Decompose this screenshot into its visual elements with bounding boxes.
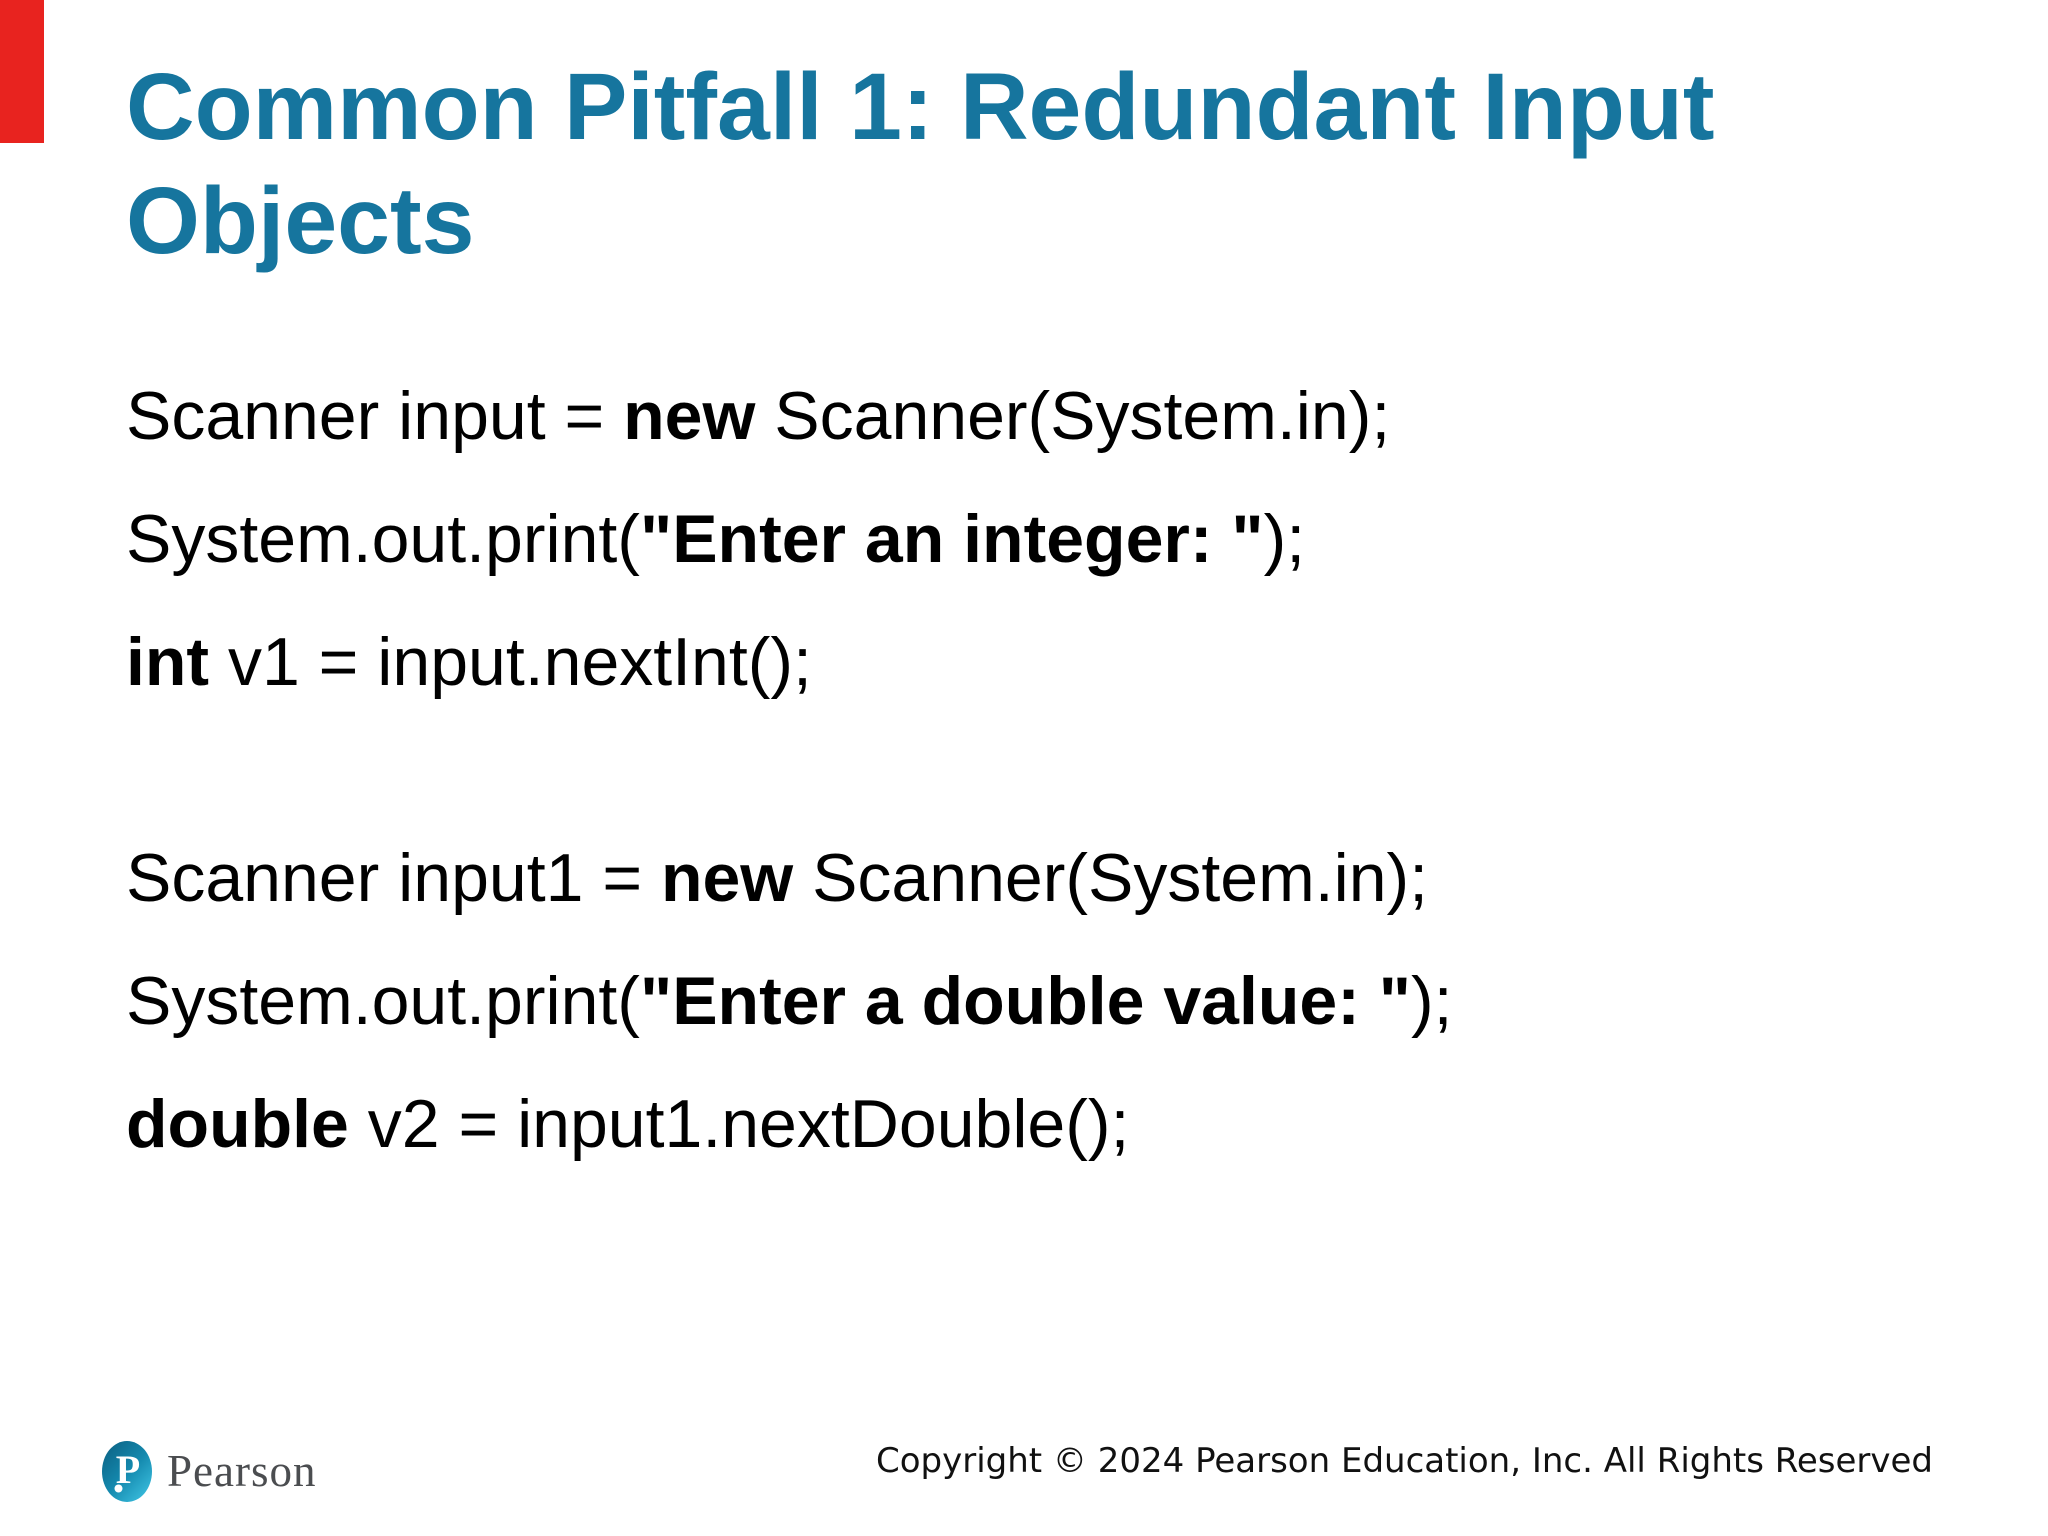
code-text: );	[1411, 963, 1453, 1039]
pearson-logo: P Pearson	[102, 1441, 316, 1502]
java-keyword: new	[660, 840, 794, 916]
string-literal: "Enter a double value: "	[639, 963, 1412, 1039]
code-block-1: Scanner input = new Scanner(System.in); …	[126, 355, 1986, 724]
java-keyword: double	[126, 1086, 349, 1162]
code-text: System.out.print(	[126, 963, 640, 1039]
code-text: Scanner input1 =	[126, 840, 661, 916]
svg-text:P: P	[116, 1447, 140, 1492]
code-line: Scanner input = new Scanner(System.in);	[126, 355, 1986, 478]
slide-title-line2: Objects	[126, 168, 475, 274]
code-text: Scanner(System.in);	[755, 378, 1391, 454]
java-keyword: new	[623, 378, 756, 454]
pearson-wordmark: Pearson	[167, 1446, 317, 1496]
slide-title: Common Pitfall 1: Redundant Input Object…	[126, 50, 1926, 278]
java-keyword: int	[126, 624, 210, 700]
code-text: v1 = input.nextInt();	[209, 624, 812, 700]
code-text: );	[1263, 501, 1306, 577]
code-line: System.out.print("Enter an integer: ");	[126, 478, 1986, 601]
code-text: System.out.print(	[126, 501, 640, 577]
blank-line	[126, 724, 1986, 817]
code-line: int v1 = input.nextInt();	[126, 601, 1986, 724]
code-text: Scanner(System.in);	[793, 840, 1429, 916]
code-text: v2 = input1.nextDouble();	[348, 1086, 1130, 1162]
red-accent-bar	[0, 0, 44, 143]
slide-title-line1: Common Pitfall 1: Redundant Input	[126, 54, 1715, 160]
code-line: double v2 = input1.nextDouble();	[126, 1063, 1986, 1186]
code-line: Scanner input1 = new Scanner(System.in);	[126, 817, 1986, 940]
code-text: Scanner input =	[126, 378, 624, 454]
copyright-notice: Copyright © 2024 Pearson Education, Inc.…	[875, 1441, 1933, 1481]
string-literal: "Enter an integer: "	[639, 501, 1264, 577]
code-block-2: Scanner input1 = new Scanner(System.in);…	[126, 817, 1986, 1186]
code-line: System.out.print("Enter a double value: …	[126, 940, 1986, 1063]
code-sample: Scanner input = new Scanner(System.in); …	[126, 355, 1986, 1186]
pearson-logo-icon: P	[102, 1441, 152, 1502]
